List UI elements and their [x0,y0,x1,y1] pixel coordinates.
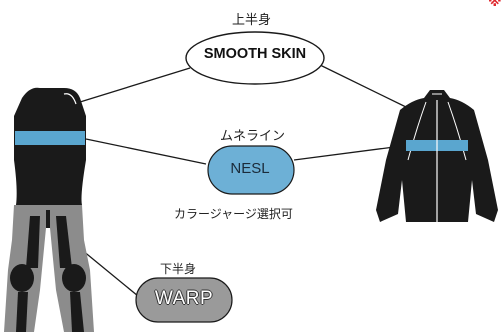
crotch-panel [46,210,50,228]
left-shin-panel [16,292,28,332]
lower-body-label: 下半身 [160,262,197,276]
left-inner-leg-panel [26,216,40,268]
nesl-pill [207,145,295,195]
color-option-label: カラージャージ選択可 [174,207,293,221]
upper-body-label: 上半身 [232,13,272,28]
nesl-text: NESL [230,160,270,177]
long-john-suit [4,87,94,332]
jacket-left-seam [407,101,427,161]
connector-smooth-to-vest [79,67,191,103]
smooth-skin-pill [185,31,325,85]
vest-chest-band [15,131,85,145]
right-knee-pad [62,264,86,292]
jacket-right-seam [447,101,467,161]
vest-shoulder-seam [63,93,77,105]
connector-nesl-to-vest [85,138,207,165]
right-shin-panel [70,292,84,332]
jacket [376,90,498,222]
chest-line-label: ムネライン [220,129,286,144]
vest-top [14,87,86,205]
right-inner-leg-panel [56,216,72,268]
smooth-skin-text: SMOOTH SKIN [203,46,307,62]
connector-nesl-to-jacket [293,145,403,161]
left-knee-pad [10,264,34,292]
warp-text: WARP [154,288,214,309]
warp-pill [135,277,233,323]
connector-smooth-to-jacket [317,63,409,109]
corner-mark: ※ [488,0,502,10]
